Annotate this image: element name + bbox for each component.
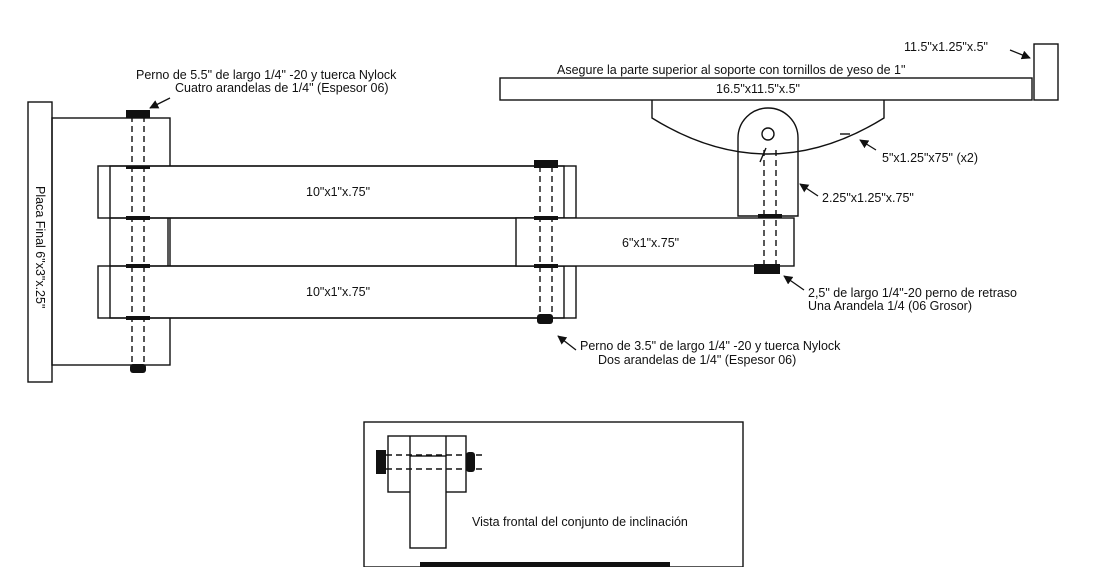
end-bracket xyxy=(51,117,171,366)
label-front-view: Vista frontal del conjunto de inclinació… xyxy=(472,515,688,529)
nut-mid xyxy=(537,314,553,324)
label-mid-bolt-2: Dos arandelas de 1/4" (Espesor 06) xyxy=(598,353,796,367)
front-bolt-head xyxy=(376,450,386,474)
end-plate xyxy=(27,101,53,383)
front-view-frame xyxy=(363,421,744,567)
bolt-head-mid xyxy=(534,160,558,168)
label-back-bolt-1: 2,5" de largo 1/4"-20 perno de retraso xyxy=(808,286,1017,300)
arm-short xyxy=(515,217,795,267)
bolt-head-top xyxy=(126,110,150,118)
label-arm-short: 6"x1"x.75" xyxy=(622,236,679,250)
label-pivot-dim: 2.25"x1.25"x.75" xyxy=(822,191,914,205)
bolt-head-back xyxy=(754,264,780,274)
label-top-bolt-2: Cuatro arandelas de 1/4" (Espesor 06) xyxy=(175,81,389,95)
top-board xyxy=(499,77,1033,101)
label-mid-bolt-1: Perno de 3.5" de largo 1/4" -20 y tuerca… xyxy=(580,339,841,353)
label-top-bolt-1: Perno de 5.5" de largo 1/4" -20 y tuerca… xyxy=(136,68,397,82)
top-end-plate xyxy=(1033,43,1059,101)
arc-bracket xyxy=(651,100,885,155)
label-top-plate-dim: 11.5"x1.25"x.5" xyxy=(904,40,988,54)
pivot-block xyxy=(737,107,799,217)
label-secure-top: Asegure la parte superior al soporte con… xyxy=(557,63,905,77)
pivot-hole xyxy=(761,127,775,141)
label-back-bolt-2: Una Arandela 1/4 (06 Grosor) xyxy=(808,299,972,313)
front-view-post xyxy=(409,455,447,549)
label-arm-upper: 10"x1"x.75" xyxy=(306,185,370,199)
front-nut xyxy=(466,452,475,472)
arm-upper-inner xyxy=(109,165,565,219)
label-arc-dim: 5"x1.25"x75" (x2) xyxy=(882,151,978,165)
arm-upper xyxy=(97,165,577,219)
nut-top xyxy=(130,364,146,373)
label-top-board-dim: 16.5"x11.5"x.5" xyxy=(716,82,800,96)
label-arm-lower: 10"x1"x.75" xyxy=(306,285,370,299)
arm-lower-inner xyxy=(109,265,565,319)
label-end-plate: Placa Final 6"x3"x.25" xyxy=(33,186,47,308)
